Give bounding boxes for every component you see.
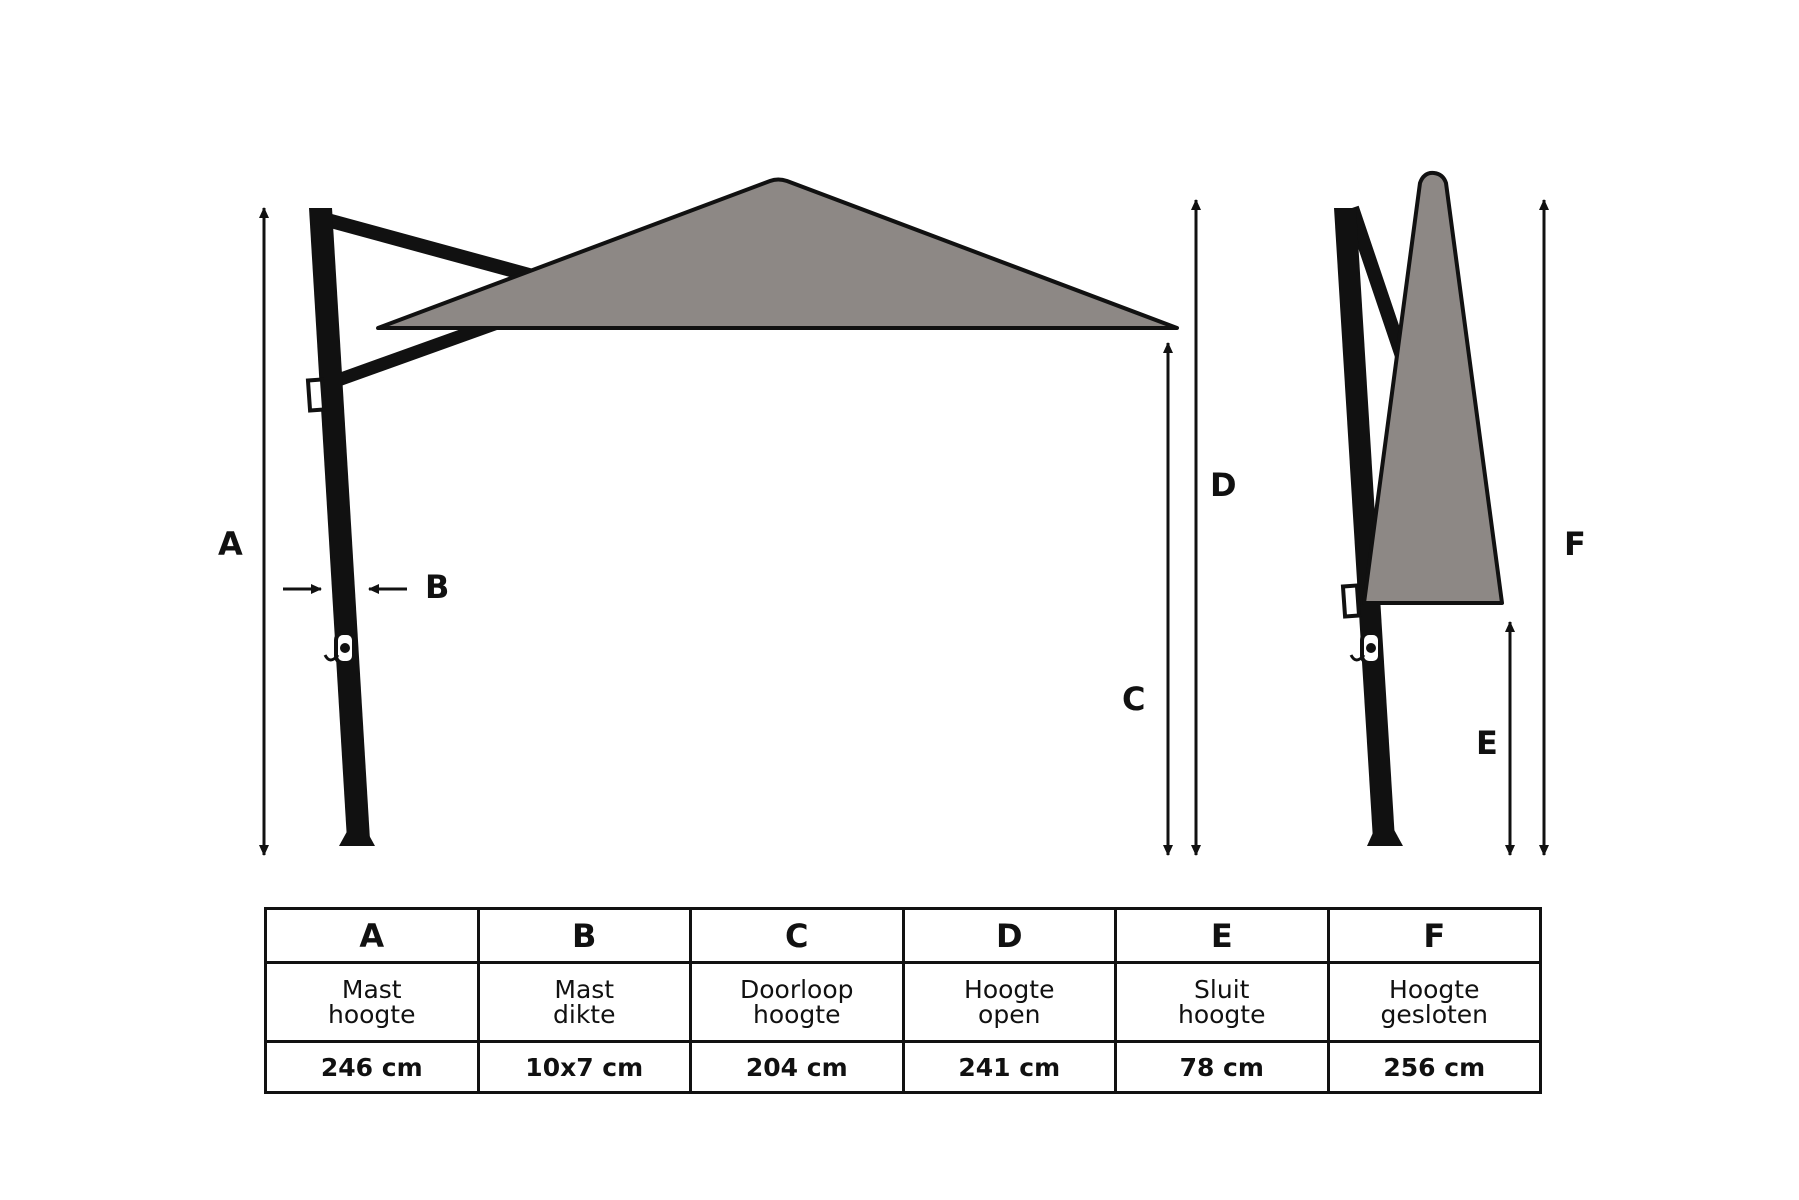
canopy-open — [376, 177, 1179, 330]
canopy-closed — [1362, 170, 1504, 605]
description-line: Mast — [341, 975, 402, 1004]
description-line: open — [978, 1000, 1041, 1029]
table-value-cell: 246 cm — [264, 1040, 480, 1094]
description-line: hoogte — [1178, 1000, 1266, 1029]
table-header-cell: E — [1114, 907, 1330, 964]
table-value-cell: 78 cm — [1114, 1040, 1330, 1094]
crank-bracket — [305, 377, 327, 413]
lower-strut — [327, 315, 503, 390]
dimension-b-label: B — [425, 568, 449, 606]
description-line: Mast — [554, 975, 615, 1004]
closed-crank-icon — [1349, 631, 1382, 665]
dimension-lines — [259, 199, 1549, 856]
dimension-c-label: C — [1122, 680, 1145, 718]
table-header-cell: D — [901, 907, 1117, 964]
description-line: gesloten — [1380, 1000, 1489, 1029]
description-line: Hoogte — [1389, 975, 1480, 1004]
table-value-row: 246 cm 10x7 cm 204 cm 241 cm 78 cm 256 c… — [264, 1040, 1542, 1094]
dimension-a-label: A — [218, 525, 243, 563]
table-description-cell: Sluit hoogte — [1114, 961, 1330, 1043]
open-umbrella-view — [305, 177, 1179, 846]
description-line: Hoogte — [964, 975, 1055, 1004]
table-description-cell: Hoogte gesloten — [1326, 961, 1542, 1043]
upper-arm — [318, 211, 542, 285]
umbrella-dimension-diagram: A B C D E F — [218, 170, 1586, 856]
table-value-cell: 10x7 cm — [476, 1040, 692, 1094]
description-line: hoogte — [753, 1000, 841, 1029]
table-description-cell: Doorloop hoogte — [689, 961, 905, 1043]
mast-foot — [339, 826, 375, 846]
dimension-d-label: D — [1210, 466, 1237, 504]
table-header-cell: F — [1326, 907, 1542, 964]
table-value-cell: 256 cm — [1326, 1040, 1542, 1094]
description-line: Sluit — [1194, 975, 1250, 1004]
table-description-cell: Mast hoogte — [264, 961, 480, 1043]
table-description-cell: Hoogte open — [901, 961, 1117, 1043]
table-header-cell: B — [476, 907, 692, 964]
closed-umbrella-view — [1334, 170, 1504, 846]
description-line: hoogte — [328, 1000, 416, 1029]
table-header-row: A B C D E F — [264, 907, 1542, 964]
closed-mast — [1334, 208, 1395, 840]
table-value-cell: 241 cm — [901, 1040, 1117, 1094]
description-line: dikte — [553, 1000, 616, 1029]
dimension-table: A B C D E F Mast hoogte Mast dikte Doorl… — [264, 907, 1542, 1094]
table-description-cell: Mast dikte — [476, 961, 692, 1043]
closed-crank-bracket — [1340, 583, 1362, 619]
crank-icon — [323, 631, 356, 665]
description-line: Doorloop — [739, 975, 854, 1004]
table-description-row: Mast hoogte Mast dikte Doorloop hoogte H… — [264, 961, 1542, 1043]
dimension-f-label: F — [1564, 525, 1586, 563]
table-header-cell: C — [689, 907, 905, 964]
closed-mast-foot — [1367, 826, 1403, 846]
closed-arm — [1345, 205, 1412, 368]
table-header-cell: A — [264, 907, 480, 964]
mast — [309, 208, 370, 840]
table-value-cell: 204 cm — [689, 1040, 905, 1094]
dimension-e-label: E — [1476, 724, 1498, 762]
